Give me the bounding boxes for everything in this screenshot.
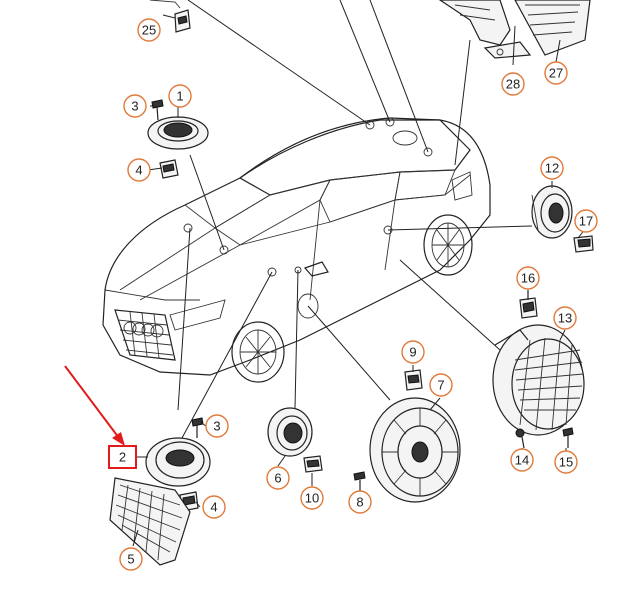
callout-circle [429, 373, 453, 397]
callout-label: 27 [549, 66, 563, 81]
callout-label: 6 [274, 471, 281, 486]
callout-circle [137, 18, 161, 42]
callout-label: 28 [506, 77, 520, 92]
callout-17[interactable]: 17 [574, 209, 598, 233]
part-17-plug [573, 235, 594, 253]
callout-8[interactable]: 8 [348, 490, 372, 514]
callout-label: 25 [142, 23, 156, 38]
callout-15[interactable]: 15 [554, 450, 578, 474]
part-6-tweeter [267, 407, 313, 457]
callout-circle [300, 486, 324, 510]
callout-circle [401, 340, 425, 364]
callout-label: 17 [579, 214, 593, 229]
car-illustration [102, 117, 491, 383]
part-12-speaker [531, 185, 573, 239]
callout-label: 13 [558, 311, 572, 326]
callout-2-label: 2 [119, 450, 126, 465]
callout-circle [553, 306, 577, 330]
callout-circle [348, 490, 372, 514]
callout-label: 3 [213, 419, 220, 434]
callout-circle [205, 414, 229, 438]
callout-circle [266, 466, 290, 490]
part-25-connector [149, 0, 191, 33]
callout-label: 10 [305, 491, 319, 506]
part-2-speaker [145, 437, 211, 487]
part-27-amplifier [438, 0, 591, 59]
part-1-speaker [147, 116, 209, 150]
callout-3[interactable]: 3 [123, 94, 147, 118]
callout-circle [516, 266, 540, 290]
callout-circle [123, 94, 147, 118]
callout-3[interactable]: 3 [205, 414, 229, 438]
callout-10[interactable]: 10 [300, 486, 324, 510]
callout-label: 7 [437, 378, 444, 393]
part-10-plug [303, 455, 323, 473]
callout-circle [501, 72, 525, 96]
callout-label: 5 [127, 552, 134, 567]
callout-13[interactable]: 13 [553, 306, 577, 330]
callout-circle [544, 61, 568, 85]
callout-label: 4 [135, 163, 142, 178]
part-4-clip [159, 159, 179, 179]
callout-label: 3 [131, 99, 138, 114]
callout-4[interactable]: 4 [127, 158, 151, 182]
callout-9[interactable]: 9 [401, 340, 425, 364]
callout-circle [168, 84, 192, 108]
part-16-connector [519, 290, 538, 319]
callout-14[interactable]: 14 [510, 448, 534, 472]
part-7-woofer [369, 397, 461, 503]
callout-25[interactable]: 25 [137, 18, 161, 42]
part-3-screw-lower [191, 417, 204, 438]
callout-circle [554, 450, 578, 474]
part-14-nut [515, 428, 525, 449]
callout-label: 16 [521, 271, 535, 286]
callout-label: 8 [356, 495, 363, 510]
callout-label: 12 [545, 161, 559, 176]
callout-1[interactable]: 1 [168, 84, 192, 108]
part-5-grille [109, 477, 191, 566]
part-13-subwoofer [492, 324, 585, 436]
leader-lines [132, 0, 587, 547]
callout-12[interactable]: 12 [540, 156, 564, 180]
callout-circle [202, 495, 226, 519]
callout-5[interactable]: 5 [119, 547, 143, 571]
callout-label: 15 [559, 455, 573, 470]
callout-6[interactable]: 6 [266, 466, 290, 490]
callout-16[interactable]: 16 [516, 266, 540, 290]
callout-2-highlighted[interactable]: 2 [108, 445, 137, 469]
highlight-arrow [64, 365, 125, 446]
callout-label: 1 [176, 89, 183, 104]
part-15-bolt [562, 427, 574, 448]
callout-28[interactable]: 28 [501, 72, 525, 96]
callout-label: 14 [515, 453, 529, 468]
part-3-screw [151, 99, 164, 121]
callout-circle [574, 209, 598, 233]
callout-4[interactable]: 4 [202, 495, 226, 519]
callout-27[interactable]: 27 [544, 61, 568, 85]
callout-label: 9 [409, 345, 416, 360]
callout-circle [510, 448, 534, 472]
callout-circle [540, 156, 564, 180]
callout-label: 4 [210, 500, 217, 515]
callout-circle [119, 547, 143, 571]
callout-7[interactable]: 7 [429, 373, 453, 397]
callout-circle [127, 158, 151, 182]
